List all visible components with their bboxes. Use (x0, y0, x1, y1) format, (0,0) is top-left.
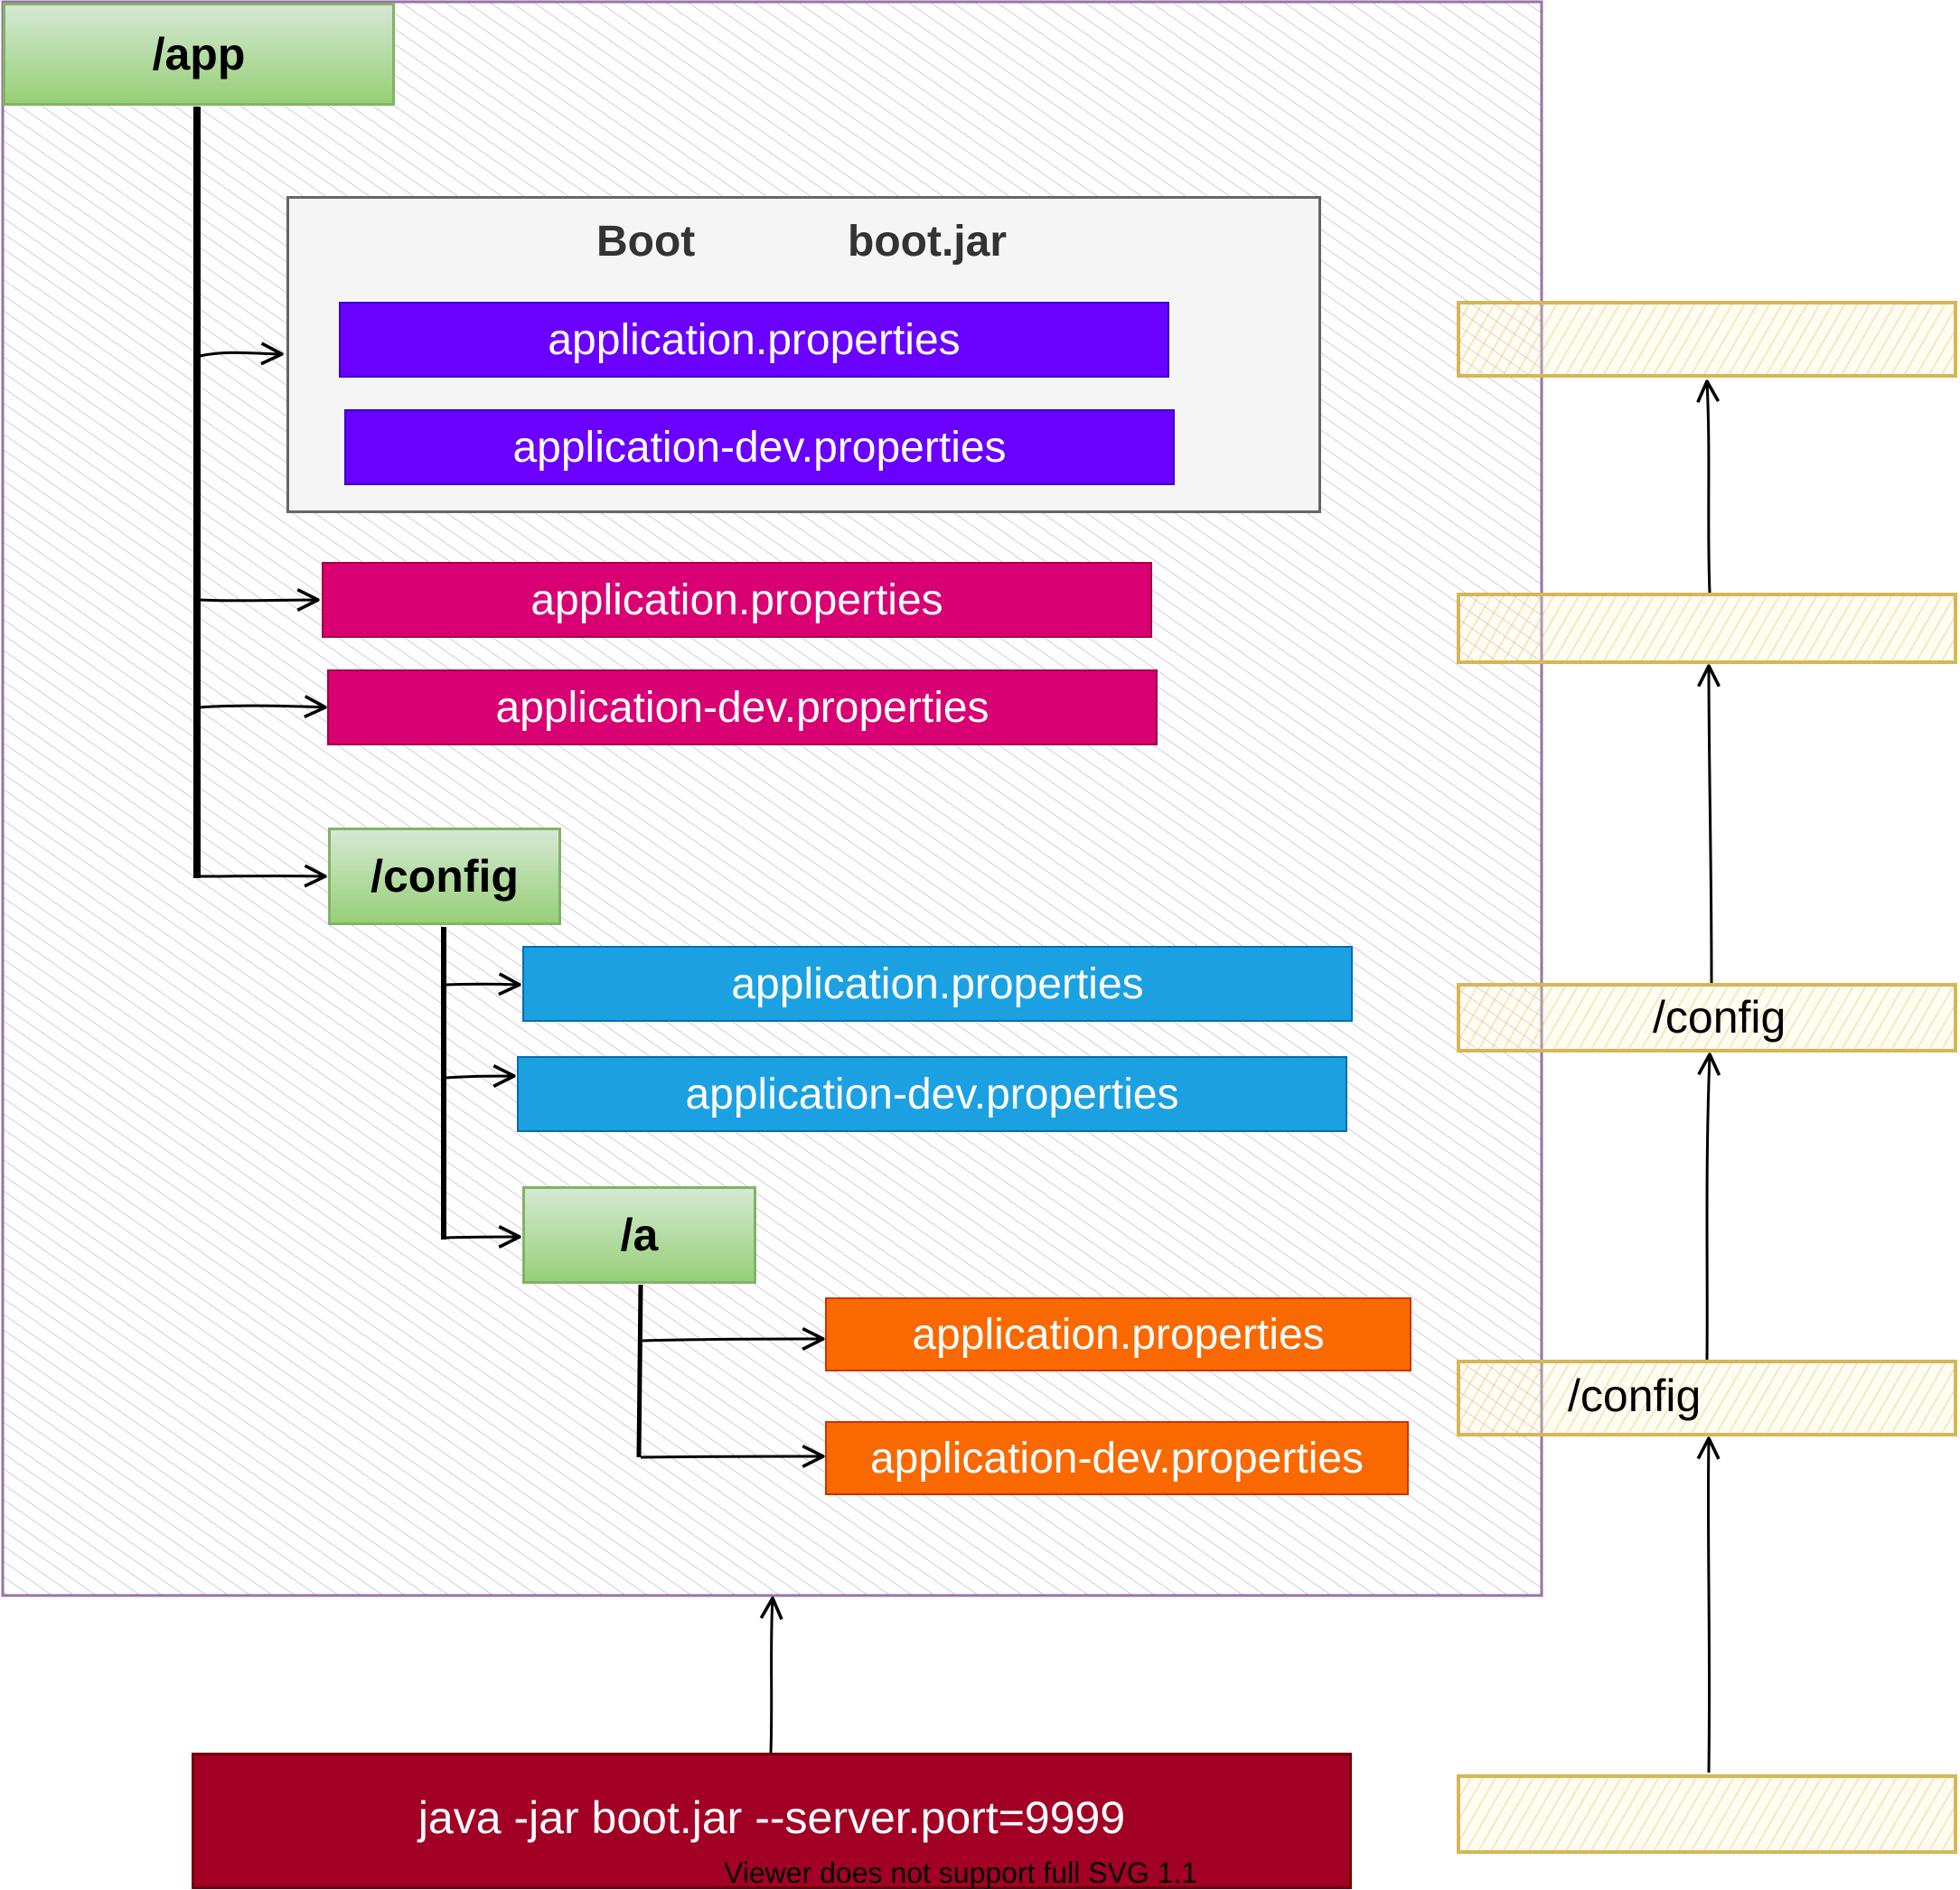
root-application-properties-label: application.properties (530, 575, 942, 625)
a-application-dev-properties-label: application-dev.properties (870, 1434, 1364, 1483)
config-application-dev-properties: application-dev.properties (517, 1056, 1347, 1132)
jar-title-boot: Boot (596, 217, 695, 267)
a-folder-label: /a (621, 1209, 659, 1261)
root-application-properties: application.properties (322, 562, 1152, 638)
a-application-dev-properties: application-dev.properties (825, 1421, 1409, 1495)
arrow-priority-2-to-1 (1707, 381, 1710, 593)
config-folder: /config (328, 828, 561, 925)
root-application-dev-properties-label: application-dev.properties (495, 683, 989, 733)
jar-application-dev-properties-label: application-dev.properties (512, 423, 1006, 472)
priority-level-2 (1457, 593, 1957, 664)
app-folder-label: /app (153, 28, 246, 80)
priority-level-3: /config (1457, 983, 1957, 1053)
config-application-dev-properties-label: application-dev.properties (685, 1070, 1178, 1119)
arrow-command-to-app (771, 1598, 773, 1753)
a-application-properties-label: application.properties (912, 1310, 1324, 1360)
a-application-properties: application.properties (825, 1297, 1411, 1371)
priority-level-5 (1457, 1774, 1957, 1854)
jar-title-filename: boot.jar (848, 217, 1007, 267)
arrow-to-a-folder (445, 1237, 520, 1238)
priority-level-4: /config (1457, 1360, 1957, 1436)
jar-application-properties-label: application.properties (548, 315, 960, 365)
arrow-priority-3-to-2 (1709, 666, 1711, 983)
config-application-properties: application.properties (522, 946, 1353, 1022)
a-folder: /a (522, 1186, 756, 1284)
a-trunk-line (639, 1285, 641, 1457)
config-application-properties-label: application.properties (731, 959, 1143, 1009)
arrow-to-root-properties (200, 600, 318, 601)
priority-level-4-label: /config (1568, 1370, 1701, 1422)
priority-level-1 (1457, 301, 1957, 378)
root-application-dev-properties: application-dev.properties (327, 669, 1158, 745)
app-folder: /app (3, 3, 395, 106)
config-folder-label: /config (370, 850, 519, 903)
command-box: java -jar boot.jar --server.port=9999 Vi… (192, 1753, 1352, 1889)
arrow-to-a-dev-properties (641, 1456, 823, 1457)
jar-application-properties: application.properties (339, 302, 1169, 378)
command-text: java -jar boot.jar --server.port=9999 (194, 1792, 1349, 1844)
jar-application-dev-properties: application-dev.properties (344, 409, 1175, 485)
arrow-priority-4-to-3 (1707, 1054, 1710, 1360)
arrow-priority-5-to-4 (1708, 1438, 1709, 1773)
priority-level-3-label: /config (1653, 991, 1786, 1043)
viewer-notice: Viewer does not support full SVG 1.1 (724, 1857, 1197, 1890)
arrow-to-config-properties (445, 984, 520, 985)
